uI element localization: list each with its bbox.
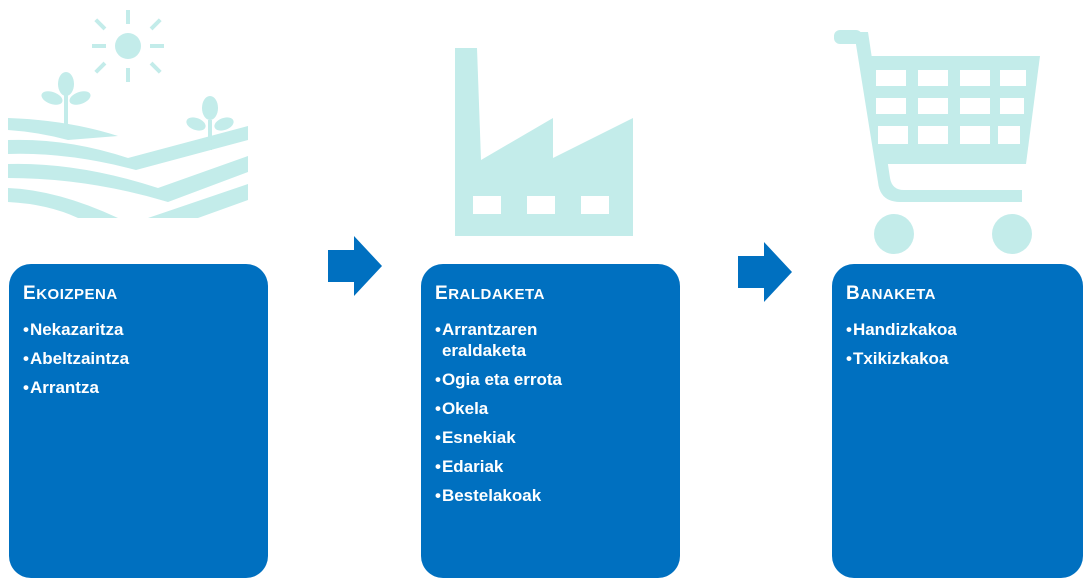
list-item: •Edariak (435, 457, 504, 476)
list-item: •Handizkakoa (846, 320, 957, 339)
list-item: •Bestelakoak (435, 486, 542, 505)
stage-item-list: •Handizkakoa •Txikizkakoa (846, 319, 1071, 369)
stage-box-processing: ERALDAKETA •Arrantzaren eraldaketa •Ogia… (421, 264, 680, 578)
list-item: •Okela (435, 399, 489, 418)
stage-title: BANAKETA (846, 283, 936, 304)
list-item: •Ogia eta errota (435, 370, 562, 389)
stage-item-list: •Nekazaritza •Abeltzaintza •Arrantza (23, 319, 256, 398)
stage-box-production: EKOIZPENA •Nekazaritza •Abeltzaintza •Ar… (9, 264, 268, 578)
stage-title: ERALDAKETA (435, 283, 545, 304)
stage-item-list: •Arrantzaren eraldaketa •Ogia eta errota… (435, 319, 668, 506)
farm-field-sun-icon (8, 8, 248, 218)
stage-box-distribution: BANAKETA •Handizkakoa •Txikizkakoa (832, 264, 1083, 578)
list-item: •Esnekiak (435, 428, 516, 447)
arrow-right-icon (328, 236, 384, 301)
list-item: •Arrantza (23, 378, 99, 397)
stage-title: EKOIZPENA (23, 283, 118, 304)
list-item: •Txikizkakoa (846, 349, 949, 368)
list-item: •Arrantzaren eraldaketa (435, 320, 538, 360)
list-item: •Abeltzaintza (23, 349, 130, 368)
factory-icon (443, 40, 643, 240)
list-item: •Nekazaritza (23, 320, 124, 339)
arrow-right-icon (738, 242, 794, 307)
shopping-cart-icon (834, 28, 1044, 258)
